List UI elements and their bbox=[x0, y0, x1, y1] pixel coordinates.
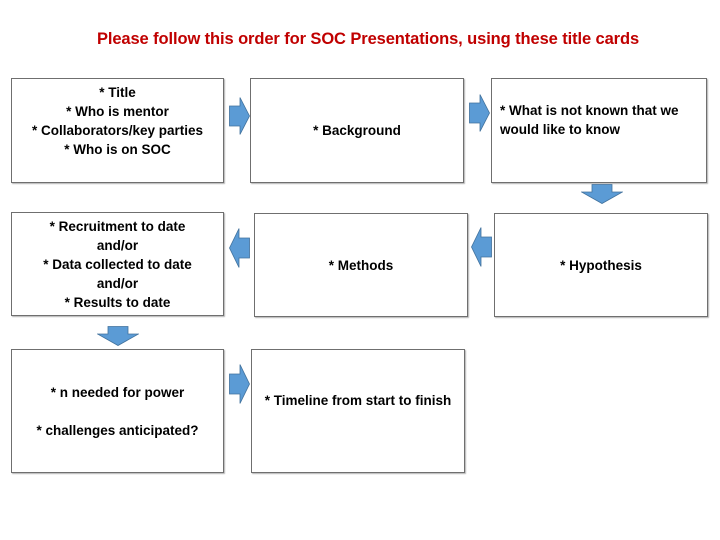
card-line: * Who is mentor bbox=[66, 103, 169, 119]
card-line: * Collaborators/key parties bbox=[31, 122, 204, 138]
card-line: * Results to date bbox=[64, 294, 171, 310]
slide-title: Please follow this order for SOC Present… bbox=[96, 30, 640, 48]
left-arrow-icon bbox=[471, 227, 492, 267]
card-line: and/or bbox=[96, 237, 139, 253]
card-line: would like to know bbox=[500, 122, 621, 137]
card-line: * challenges anticipated? bbox=[36, 422, 199, 438]
card-line: * Hypothesis bbox=[560, 257, 642, 273]
card-line: * Data collected to date bbox=[43, 256, 192, 272]
right-arrow-icon bbox=[469, 94, 490, 132]
card-line: * Recruitment to date bbox=[49, 218, 186, 234]
card-line: * Background bbox=[313, 123, 401, 138]
card-step-6-progress: * Recruitment to date and/or * Data coll… bbox=[11, 212, 224, 316]
card-step-4-hypothesis: * Hypothesis bbox=[494, 213, 708, 317]
card-step-8-timeline: * Timeline from start to finish bbox=[251, 349, 465, 473]
card-line: * What is not known that we bbox=[500, 103, 679, 118]
card-step-2-background: * Background bbox=[250, 78, 464, 183]
card-step-7-power-challenges: * n needed for power * challenges antici… bbox=[11, 349, 224, 473]
card-line: and/or bbox=[96, 275, 139, 291]
down-arrow-icon bbox=[581, 184, 623, 204]
card-line: * n needed for power bbox=[50, 384, 185, 400]
card-step-1-title: * Title * Who is mentor * Collaborators/… bbox=[11, 78, 224, 183]
right-arrow-icon bbox=[229, 97, 250, 135]
card-step-3-unknowns: * What is not known that we would like t… bbox=[491, 78, 707, 183]
card-line: * Methods bbox=[328, 257, 394, 273]
card-step-5-methods: * Methods bbox=[254, 213, 468, 317]
left-arrow-icon bbox=[229, 228, 250, 268]
down-arrow-icon bbox=[97, 326, 139, 346]
card-line: * Timeline from start to finish bbox=[264, 392, 452, 408]
card-line: * Title bbox=[99, 84, 136, 100]
right-arrow-icon bbox=[229, 364, 250, 404]
card-line: * Who is on SOC bbox=[64, 141, 171, 157]
